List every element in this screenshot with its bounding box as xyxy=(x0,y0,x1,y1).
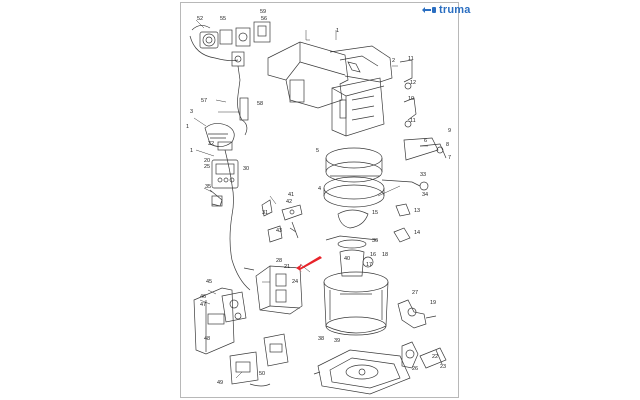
part-label-l31: 31 xyxy=(262,210,268,216)
part-label-l1a: 1 xyxy=(336,28,339,34)
part-label-l47: 47 xyxy=(200,302,206,308)
heater-housing xyxy=(267,41,393,137)
part-label-l57: 57 xyxy=(201,98,207,104)
part-label-l20: 20 xyxy=(204,158,210,164)
part-label-l18: 18 xyxy=(382,252,388,258)
part-label-l52: 52 xyxy=(197,16,203,22)
part-label-l1b: 1 xyxy=(186,124,189,130)
part-label-l7: 7 xyxy=(448,155,451,161)
front-cover xyxy=(193,287,247,355)
part-label-l1c: 1 xyxy=(190,148,193,154)
part-label-l11b: 11 xyxy=(410,118,416,124)
cable-bundle xyxy=(204,94,251,291)
part-label-l50: 50 xyxy=(259,371,265,377)
part-label-l23: 23 xyxy=(440,364,446,370)
part-label-l30: 30 xyxy=(243,166,249,172)
part-label-l22: 22 xyxy=(432,354,438,360)
heat-shield-plate xyxy=(337,209,369,229)
callout-arrow xyxy=(296,256,322,272)
part-label-l27: 27 xyxy=(412,290,418,296)
part-label-l21: 21 xyxy=(284,264,290,270)
part-label-l26: 26 xyxy=(412,366,418,372)
part-label-l58: 58 xyxy=(257,101,263,107)
truma-logo-icon xyxy=(422,7,436,13)
control-panel xyxy=(209,159,239,207)
part-label-l39: 39 xyxy=(334,338,340,344)
part-label-l46: 46 xyxy=(200,294,206,300)
part-label-l10: 10 xyxy=(408,96,414,102)
part-label-l41: 41 xyxy=(288,192,294,198)
parts-sheet xyxy=(180,2,459,398)
control-knob-group xyxy=(189,21,271,96)
part-label-l5: 5 xyxy=(316,148,319,154)
part-label-l56: 56 xyxy=(261,16,267,22)
part-label-l40: 40 xyxy=(344,256,350,262)
part-label-l2: 2 xyxy=(392,58,395,64)
part-label-l9: 9 xyxy=(448,128,451,134)
part-label-l32: 32 xyxy=(208,141,214,147)
part-label-l17: 17 xyxy=(366,262,372,268)
part-label-l28: 28 xyxy=(276,258,282,264)
part-label-l25: 25 xyxy=(204,164,210,170)
brand-name: truma xyxy=(439,4,471,16)
part-label-l36: 36 xyxy=(372,238,378,244)
part-label-l49: 49 xyxy=(217,380,223,386)
part-label-l33: 33 xyxy=(420,172,426,178)
part-label-l38: 38 xyxy=(318,336,324,342)
part-label-l34: 34 xyxy=(422,192,428,198)
part-label-l24: 24 xyxy=(292,279,298,285)
drain-valve-assembly xyxy=(397,299,447,369)
burner-ring xyxy=(323,147,385,208)
part-label-l16: 16 xyxy=(370,252,376,258)
part-label-l42: 42 xyxy=(286,199,292,205)
right-fittings xyxy=(381,59,447,243)
part-label-l45: 45 xyxy=(206,279,212,285)
part-label-l8: 8 xyxy=(446,142,449,148)
part-label-l12: 12 xyxy=(410,80,416,86)
part-label-l55: 55 xyxy=(220,16,226,22)
base-plate xyxy=(313,349,411,395)
electronic-module xyxy=(243,265,303,315)
part-label-l3: 3 xyxy=(190,109,193,115)
connection-plugs xyxy=(229,333,289,387)
small-brackets xyxy=(261,199,303,243)
part-label-l43: 43 xyxy=(276,228,282,234)
part-label-l15: 15 xyxy=(372,210,378,216)
part-label-l35: 35 xyxy=(205,184,211,190)
part-label-l48: 48 xyxy=(204,336,210,342)
part-label-l14: 14 xyxy=(414,230,420,236)
brand-logo: truma xyxy=(421,4,471,16)
leader-lines xyxy=(193,19,428,379)
part-label-l19: 19 xyxy=(430,300,436,306)
part-label-l6: 6 xyxy=(424,138,427,144)
water-tank xyxy=(323,235,389,336)
part-label-l4: 4 xyxy=(318,186,321,192)
part-label-l13: 13 xyxy=(414,208,420,214)
part-label-l11a: 11 xyxy=(408,56,414,62)
part-label-l59: 59 xyxy=(260,9,266,15)
